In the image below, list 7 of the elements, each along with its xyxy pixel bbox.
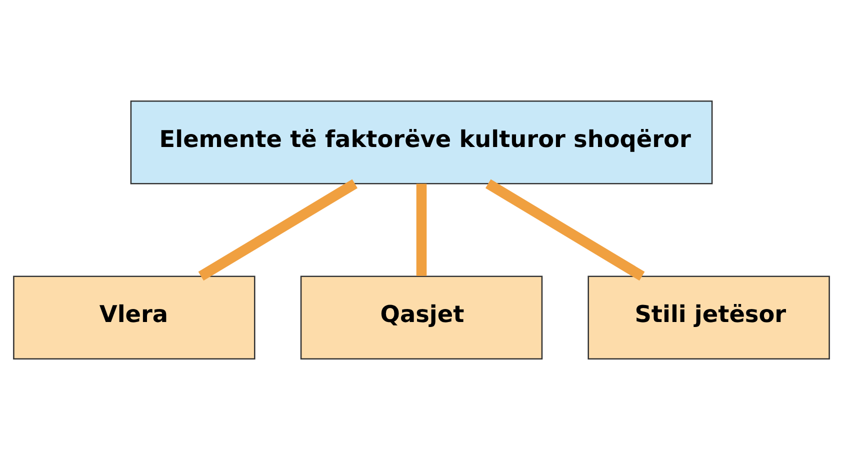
node-box: Vlera xyxy=(13,275,256,359)
connector xyxy=(198,178,358,280)
node-box: Stili jetësor xyxy=(588,275,830,359)
connector xyxy=(486,178,645,280)
node-box: Elemente të faktorëve kulturor shoqëror xyxy=(130,100,713,184)
connector xyxy=(416,183,427,276)
node-box: Qasjet xyxy=(300,275,543,359)
